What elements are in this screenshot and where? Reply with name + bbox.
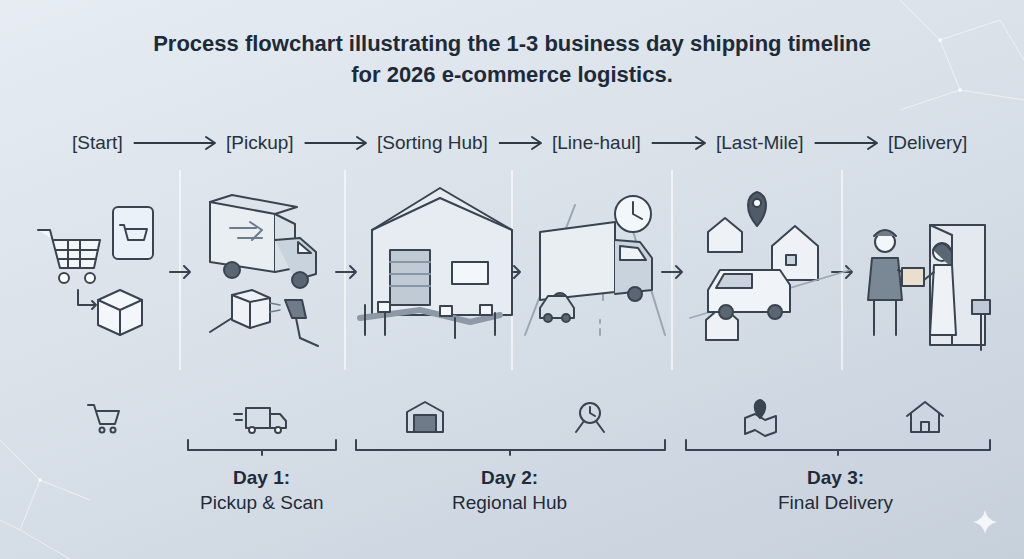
stage-text: [Line-haul] — [552, 132, 641, 154]
day-label: Regional Hub — [452, 492, 567, 514]
stage-text: [Last-Mile] — [716, 132, 804, 154]
day-label: Day 3: — [807, 467, 864, 489]
stage-label: [Last-Mile] — [713, 130, 807, 156]
day-label: Pickup & Scan — [200, 492, 324, 514]
flow-arrow — [652, 137, 705, 149]
stage-text: [Delivery] — [888, 132, 967, 154]
flow-arrow — [134, 137, 215, 149]
flow-arrow — [305, 137, 366, 149]
stage-label: [Line-haul] — [549, 130, 644, 156]
day-label: Day 1: — [233, 467, 290, 489]
stage-label: [Sorting Hub] — [374, 130, 491, 156]
stage-text: [Pickup] — [226, 132, 294, 154]
flow-arrow — [815, 137, 877, 149]
stage-label: [Start] — [69, 130, 126, 156]
day-label: Day 2: — [481, 467, 538, 489]
stage-text: [Start] — [72, 132, 123, 154]
stage-label: [Pickup] — [223, 130, 297, 156]
stage-text: [Sorting Hub] — [377, 132, 488, 154]
day-label: Final Delivery — [778, 492, 893, 514]
flow-arrow — [499, 137, 541, 149]
title: Process flowchart illustrating the 1-3 b… — [140, 28, 884, 90]
stage-label: [Delivery] — [885, 130, 970, 156]
